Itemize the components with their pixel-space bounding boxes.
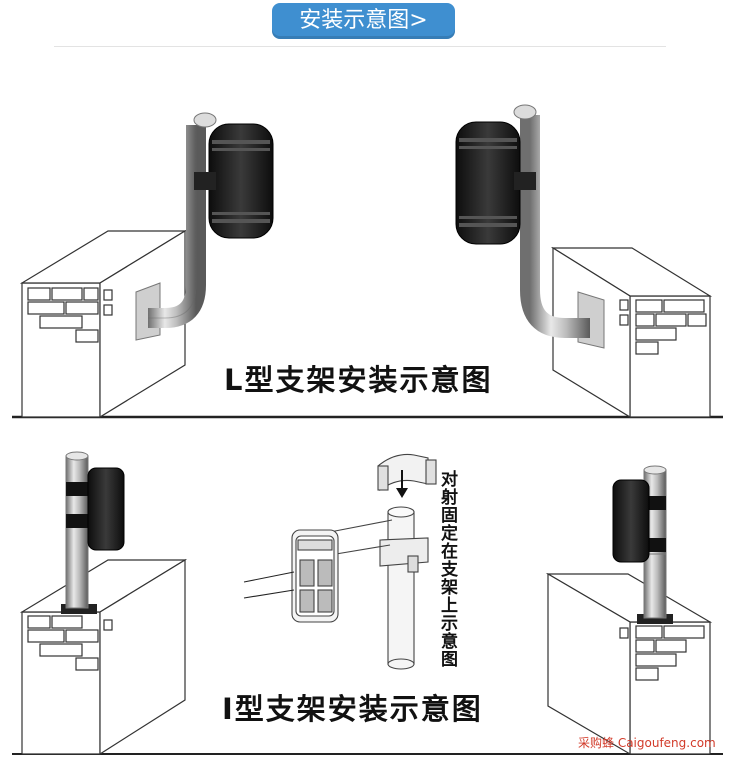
i-bracket-caption: I型支架安装示意图	[222, 692, 483, 726]
l-bracket-caption: L型支架安装示意图	[224, 363, 493, 397]
watermark-text: 采购蜂 Caigoufeng.com	[578, 736, 716, 750]
wall-right-bottom	[545, 572, 713, 756]
header-divider	[54, 46, 666, 47]
l-bracket-right	[513, 104, 605, 349]
i-pole-left	[61, 451, 125, 614]
wall-left-bottom	[19, 558, 188, 756]
l-bracket-left	[135, 112, 217, 341]
exploded-mount-view	[243, 453, 437, 670]
wall-left-top	[19, 229, 188, 419]
i-pole-right	[612, 465, 673, 624]
section-header-badge: 安装示意图>	[272, 3, 455, 39]
detector-right-top	[455, 121, 536, 245]
mount-note-vertical: 对射固定在支架上示意图	[437, 470, 457, 668]
detector-left-top	[194, 123, 274, 239]
